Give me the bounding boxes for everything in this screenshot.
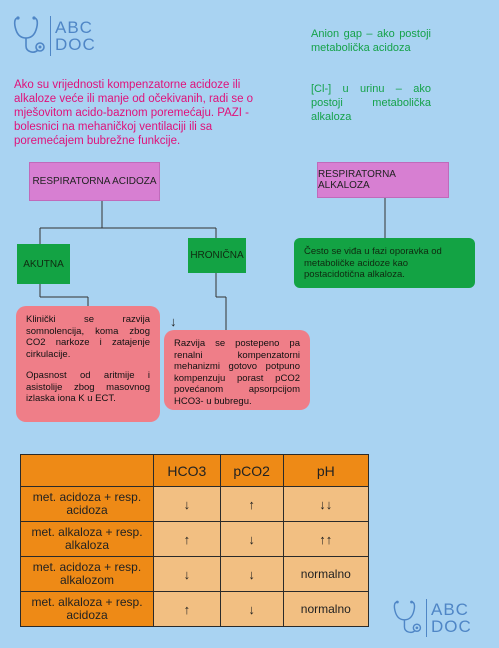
anion-gap-note: Anion gap – ako postoji metabolička acid… — [311, 28, 431, 54]
row-label: met. acidoza + resp. alkalozom — [20, 556, 154, 592]
resp-alkalosis-box: RESPIRATORNA ALKALOZA — [317, 162, 449, 198]
mixed-disorders-table: HCO3 pCO2 pH met. acidoza + resp. acidoz… — [20, 454, 370, 627]
chronic-description-box: Razvija se postepeno pa renalni kompenza… — [164, 330, 310, 410]
table-header-pco2: pCO2 — [219, 454, 284, 487]
pco2-cell: ↓ — [219, 556, 284, 592]
chronic-box: HRONIČNA — [188, 238, 246, 273]
logo-text-bottom: DOC — [55, 35, 96, 54]
acute-description-1: Klinički se razvija somnolencija, koma z… — [26, 314, 150, 360]
table-row: met. acidoza + resp. acidoza ↓ ↑ ↓↓ — [20, 486, 370, 522]
acute-description-box: Klinički se razvija somnolencija, koma z… — [16, 306, 160, 422]
table-header-empty — [20, 454, 154, 487]
row-label: met. acidoza + resp. acidoza — [20, 486, 154, 522]
ph-cell: ↑↑ — [282, 521, 370, 557]
table-header-hco3: HCO3 — [153, 454, 221, 487]
warning-text: Ako su vrijednosti kompenzatorne acidoze… — [14, 79, 254, 147]
table-row: met. acidoza + resp. alkalozom ↓ ↓ norma… — [20, 556, 370, 592]
acute-box: AKUTNA — [17, 244, 70, 284]
logo-bottom: ABC DOC — [392, 598, 472, 638]
stethoscope-icon — [393, 600, 422, 633]
table-header-ph: pH — [282, 454, 370, 487]
pco2-cell: ↓ — [219, 591, 284, 627]
table-row: met. alkaloza + resp. alkaloza ↑ ↓ ↑↑ — [20, 521, 370, 557]
row-label: met. alkaloza + resp. alkaloza — [20, 521, 154, 557]
pco2-cell: ↑ — [219, 486, 284, 522]
hco3-cell: ↑ — [153, 521, 221, 557]
ph-cell: ↓↓ — [282, 486, 370, 522]
hco3-cell: ↑ — [153, 591, 221, 627]
row-label: met. alkaloza + resp. acidoza — [20, 591, 154, 627]
alkalosis-description-box: Često se viđa u fazi oporavka od metabol… — [294, 238, 475, 288]
logo-text-top: ABC — [431, 600, 469, 619]
hco3-cell: ↓ — [153, 556, 221, 592]
logo-text-top: ABC — [55, 18, 93, 37]
pco2-cell: ↓ — [219, 521, 284, 557]
table-header-row: HCO3 pCO2 pH — [20, 454, 370, 487]
down-arrow-mark: ↓ — [170, 314, 177, 329]
logo-text-bottom: DOC — [431, 617, 472, 636]
ph-cell: normalno — [282, 591, 370, 627]
logo: ABC DOC — [12, 14, 96, 58]
resp-acidosis-box: RESPIRATORNA ACIDOZA — [29, 162, 160, 201]
cl-urine-note: [Cl-] u urinu – ako postoji metabolička … — [311, 83, 431, 123]
acute-description-2: Opasnost od aritmije i asistolije zbog m… — [26, 370, 150, 404]
stethoscope-icon — [13, 16, 45, 53]
hco3-cell: ↓ — [153, 486, 221, 522]
ph-cell: normalno — [282, 556, 370, 592]
table-row: met. alkaloza + resp. acidoza ↑ ↓ normal… — [20, 591, 370, 627]
